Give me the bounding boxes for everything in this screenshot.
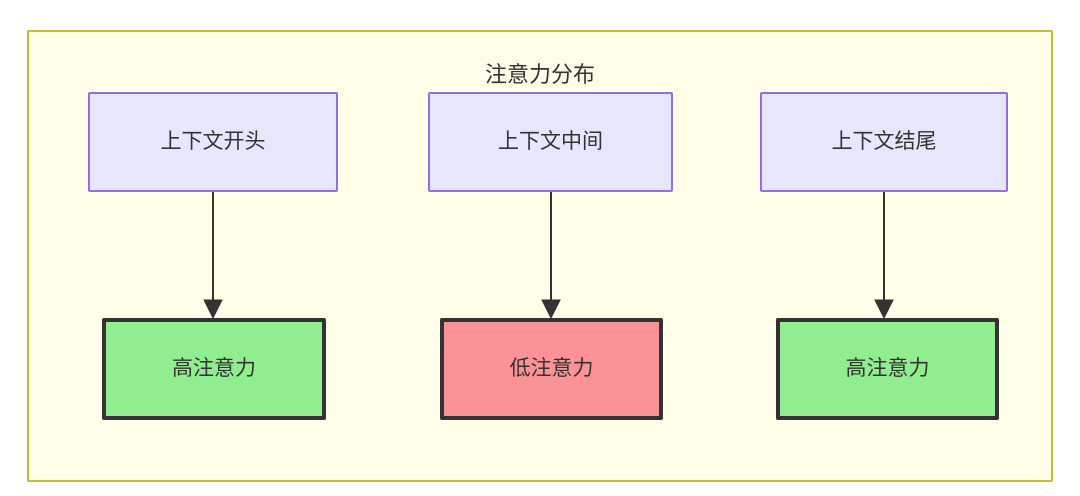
node-high-attention-start[interactable]: 高注意力 <box>102 318 326 420</box>
node-label: 上下文结尾 <box>831 130 937 154</box>
node-high-attention-end[interactable]: 高注意力 <box>776 318 999 420</box>
node-label: 上下文中间 <box>498 130 603 154</box>
node-label: 上下文开头 <box>160 130 266 154</box>
subgraph-title: 注意力分布 <box>484 62 595 87</box>
node-low-attention-middle[interactable]: 低注意力 <box>440 318 663 420</box>
node-label: 低注意力 <box>509 357 594 381</box>
node-label: 高注意力 <box>172 357 256 381</box>
node-context-end[interactable]: 上下文结尾 <box>760 92 1008 192</box>
node-context-middle[interactable]: 上下文中间 <box>428 92 673 192</box>
node-label: 高注意力 <box>845 357 930 381</box>
node-context-start[interactable]: 上下文开头 <box>88 92 338 192</box>
